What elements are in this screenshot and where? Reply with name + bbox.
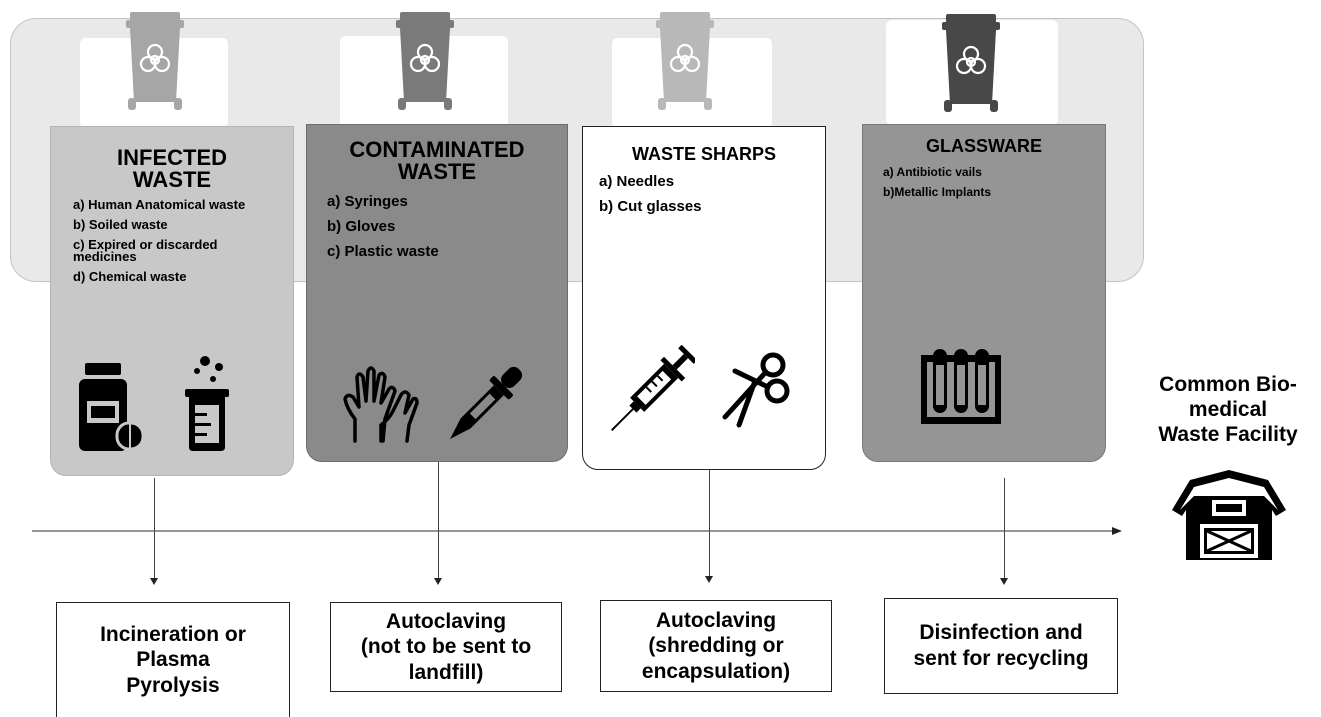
list-item: b) Cut glasses — [599, 198, 702, 215]
connector-arrowhead — [150, 578, 158, 585]
card-title: INFECTED WASTE — [117, 145, 227, 192]
list-item: b) Soiled waste — [73, 217, 168, 232]
list-item: d) Chemical waste — [73, 269, 187, 284]
biohazard-bin-icon — [126, 12, 184, 110]
card-title: GLASSWARE — [925, 136, 1042, 156]
dropper-icon — [450, 366, 523, 439]
barn-icon — [1172, 470, 1286, 560]
syringe-icon — [610, 345, 695, 432]
list-item: a) Antibiotic vails — [883, 165, 982, 179]
outcome-box: Incineration or Plasma Pyrolysis — [56, 602, 290, 717]
list-item: a) Human Anatomical waste — [73, 197, 246, 212]
item-list: a) Needles b) Cut glasses — [599, 173, 825, 215]
connector-arrowhead — [705, 576, 713, 583]
list-item: a) Needles — [599, 173, 675, 190]
list-item: b)Metallic Implants — [883, 185, 992, 199]
gloves-icon — [343, 366, 419, 443]
connector-line — [709, 470, 710, 576]
medicine-bottle-icon — [79, 363, 145, 451]
category-card-contaminated: CONTAMINATED WASTE a) Syringes b) Gloves… — [306, 124, 568, 462]
category-card-infected: INFECTED WASTE a) Human Anatomical waste… — [50, 126, 294, 476]
item-list: a) Syringes b) Gloves c) Plastic waste — [327, 193, 567, 260]
facility-label: Common Bio- medical Waste Facility — [1158, 373, 1298, 447]
category-card-glassware: GLASSWARE a) Antibiotic vails b)Metallic… — [862, 124, 1106, 462]
test-tube-rack-icon — [921, 349, 1001, 424]
item-list: a) Human Anatomical waste b) Soiled wast… — [73, 197, 283, 284]
biohazard-bin-icon — [942, 14, 1000, 112]
biohazard-bin-icon — [396, 12, 454, 110]
connector-arrowhead — [434, 578, 442, 585]
connector-line — [438, 462, 439, 578]
category-card-sharps: WASTE SHARPS a) Needles b) Cut glasses — [582, 126, 826, 470]
list-item: b) Gloves — [327, 218, 396, 235]
connector-line — [154, 478, 155, 578]
scissors-icon — [722, 352, 790, 428]
outcome-box: Autoclaving (shredding or encapsulation) — [600, 600, 832, 692]
outcome-box: Autoclaving (not to be sent to landfill) — [330, 602, 562, 692]
connector-line — [1004, 478, 1005, 578]
card-title: CONTAMINATED WASTE — [349, 137, 525, 184]
item-list: a) Antibiotic vails b)Metallic Implants — [883, 165, 1105, 199]
connector-arrowhead — [1000, 578, 1008, 585]
outcome-box: Disinfection and sent for recycling — [884, 598, 1118, 694]
biohazard-bin-icon — [656, 12, 714, 110]
list-item: a) Syringes — [327, 193, 408, 210]
beaker-icon — [185, 356, 229, 451]
list-item: c) Expired or discarded medicines — [73, 237, 218, 264]
list-item: c) Plastic waste — [327, 243, 439, 260]
card-title: WASTE SHARPS — [631, 144, 777, 164]
